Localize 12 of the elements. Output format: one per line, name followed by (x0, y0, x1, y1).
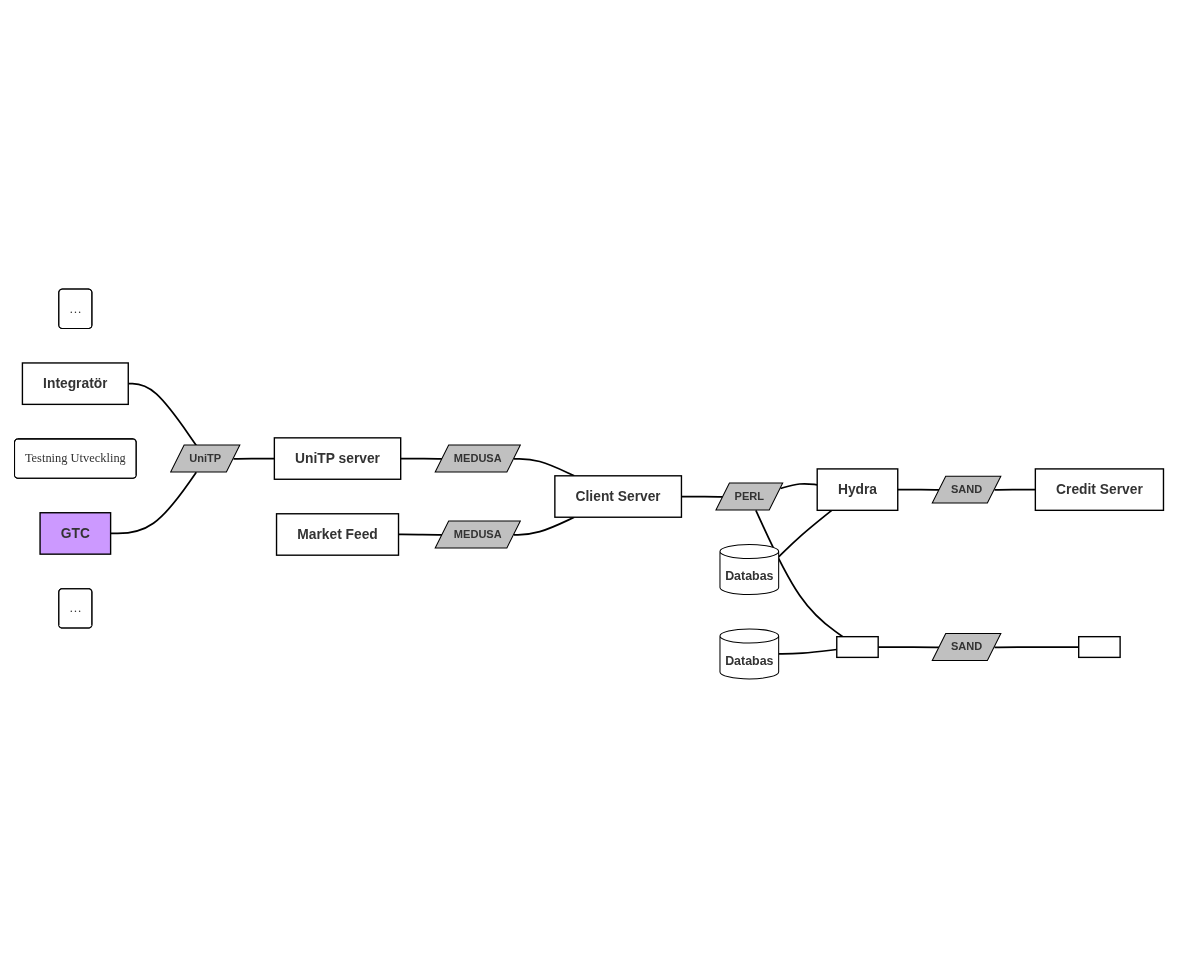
node-box: GTC (39, 511, 112, 555)
node-box: UniTP server (273, 436, 402, 480)
connector (777, 508, 833, 558)
node-box: Integratör (21, 361, 129, 405)
node-box: Credit Server (1034, 467, 1165, 511)
connector (755, 508, 844, 638)
connector (513, 515, 576, 536)
node-box (836, 635, 879, 658)
node-box: Client Server (554, 474, 683, 518)
node-box: Market Feed (275, 512, 400, 556)
node-box (1078, 635, 1121, 658)
node-box: Hydra (816, 467, 899, 511)
